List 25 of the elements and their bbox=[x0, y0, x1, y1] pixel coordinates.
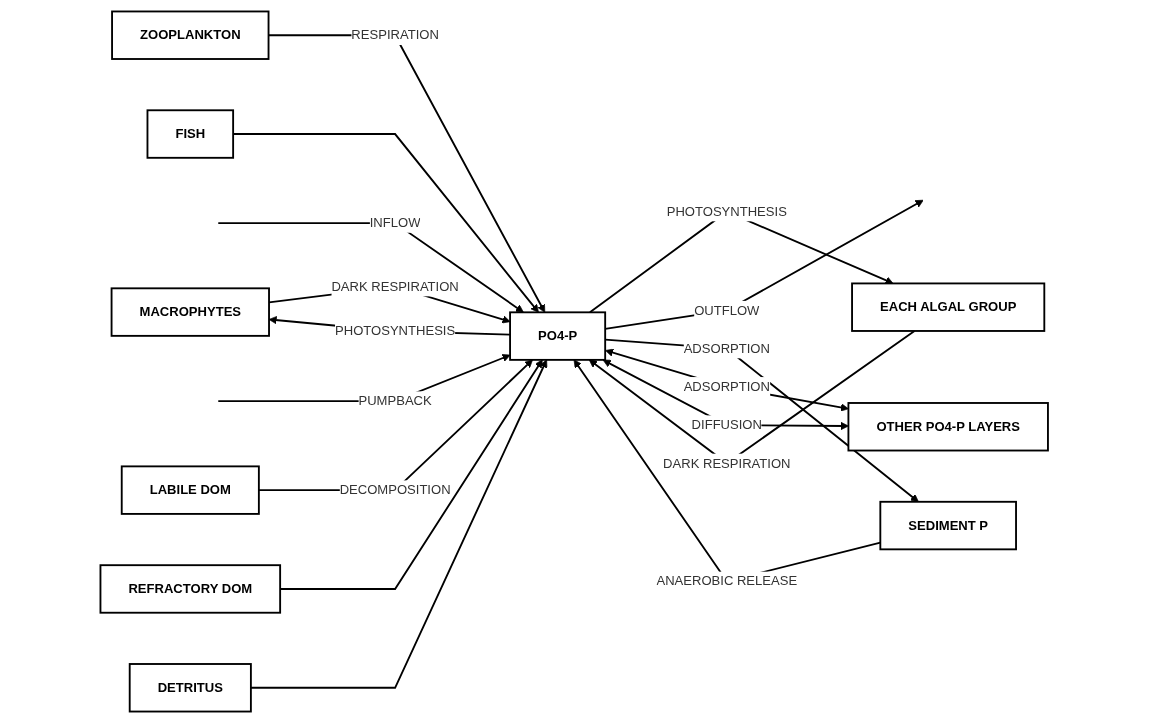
edge-label: PHOTOSYNTHESIS bbox=[667, 203, 788, 219]
node-box: LABILE DOM bbox=[121, 465, 261, 515]
edge-label: DARK RESPIRATION bbox=[331, 278, 460, 294]
node-box: ZOOPLANKTON bbox=[111, 10, 270, 60]
edge-label: ADSORPTION bbox=[683, 378, 771, 394]
node-box: MACROPHYTES bbox=[110, 287, 271, 337]
arrow bbox=[604, 338, 920, 503]
node-box: DETRITUS bbox=[129, 663, 253, 713]
node-box: EACH ALGAL GROUP bbox=[851, 282, 1046, 332]
edge-label: DARK RESPIRATION bbox=[663, 455, 791, 471]
edge-label: ADSORPTION bbox=[683, 340, 771, 356]
edge-label: ANAEROBIC RELEASE bbox=[656, 573, 798, 589]
edge-label: PHOTOSYNTHESIS bbox=[335, 323, 456, 339]
edge-label: DECOMPOSITION bbox=[339, 482, 451, 498]
arrow bbox=[217, 222, 525, 313]
edge-label: DIFFUSION bbox=[691, 417, 763, 433]
edge-label: INFLOW bbox=[370, 215, 421, 231]
node-box: REFRACTORY DOM bbox=[99, 564, 282, 614]
node-box: SEDIMENT P bbox=[879, 500, 1018, 551]
edge-label: PUMPBACK bbox=[358, 393, 433, 409]
edge-label: RESPIRATION bbox=[351, 27, 440, 43]
node-box: OTHER PO4-P LAYERS bbox=[847, 402, 1050, 452]
node-box: PO4-P bbox=[509, 311, 607, 361]
edge-label: OUTFLOW bbox=[694, 302, 760, 318]
node-box: FISH bbox=[146, 109, 235, 159]
